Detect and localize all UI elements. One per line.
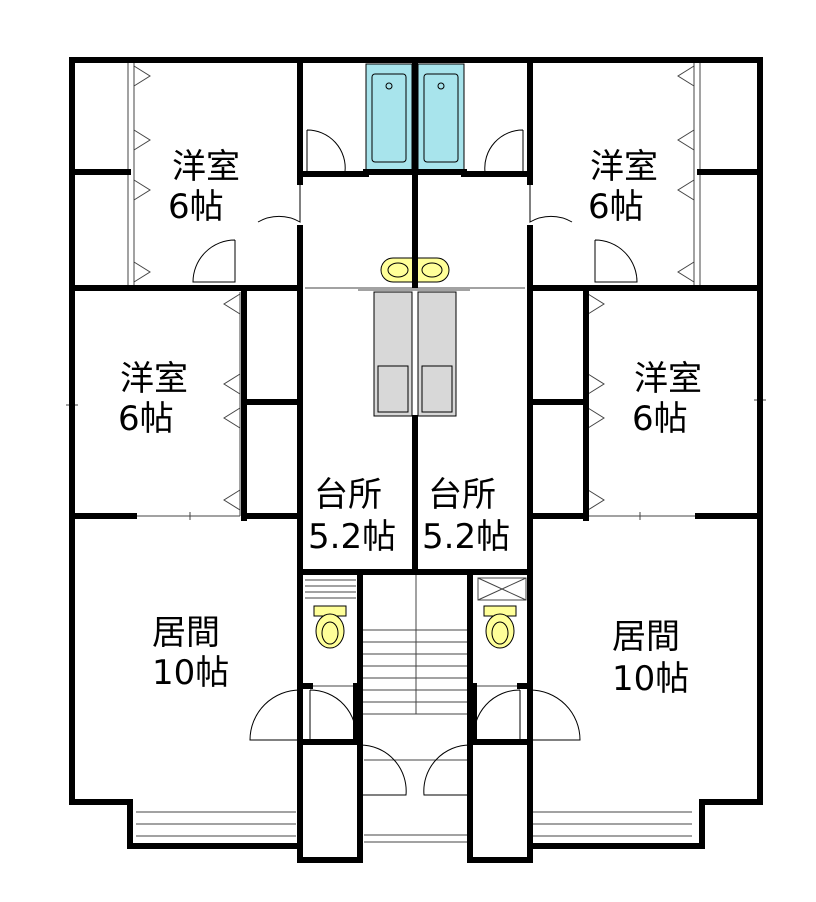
room-size-western-mid-right: 6帖 xyxy=(632,399,688,439)
room-size-living-left: 10帖 xyxy=(152,653,229,693)
room-name-western-mid-right: 洋室 xyxy=(634,359,702,399)
toilet-right-icon xyxy=(483,605,517,649)
room-name-western-top-left: 洋室 xyxy=(172,147,240,187)
room-size-living-right: 10帖 xyxy=(612,659,689,699)
room-name-living-right: 居間 xyxy=(612,617,680,657)
room-labels: 洋室 6帖 洋室 6帖 洋室 6帖 洋室 6帖 台所 5.2帖 台所 5.2帖 … xyxy=(118,147,702,699)
room-name-living-left: 居間 xyxy=(152,613,220,653)
room-size-western-mid-left: 6帖 xyxy=(118,399,174,439)
room-name-kitchen-left: 台所 xyxy=(314,475,382,515)
room-name-western-top-right: 洋室 xyxy=(590,147,658,187)
room-name-kitchen-right: 台所 xyxy=(428,475,496,515)
kitchen-counters xyxy=(373,291,457,417)
room-size-western-top-right: 6帖 xyxy=(588,187,644,227)
room-size-kitchen-left: 5.2帖 xyxy=(308,517,396,557)
room-name-western-mid-left: 洋室 xyxy=(120,359,188,399)
room-size-kitchen-right: 5.2帖 xyxy=(422,517,510,557)
counter-right-icon xyxy=(417,291,457,417)
bathtubs xyxy=(365,63,465,171)
toilets xyxy=(313,605,517,649)
room-size-western-top-left: 6帖 xyxy=(168,187,224,227)
walls xyxy=(69,57,763,863)
toilet-left-icon xyxy=(313,605,347,649)
bathtub-right-icon xyxy=(417,63,465,171)
counter-left-icon xyxy=(373,291,413,417)
door-swings xyxy=(192,129,638,796)
bathtub-left-icon xyxy=(365,63,413,171)
